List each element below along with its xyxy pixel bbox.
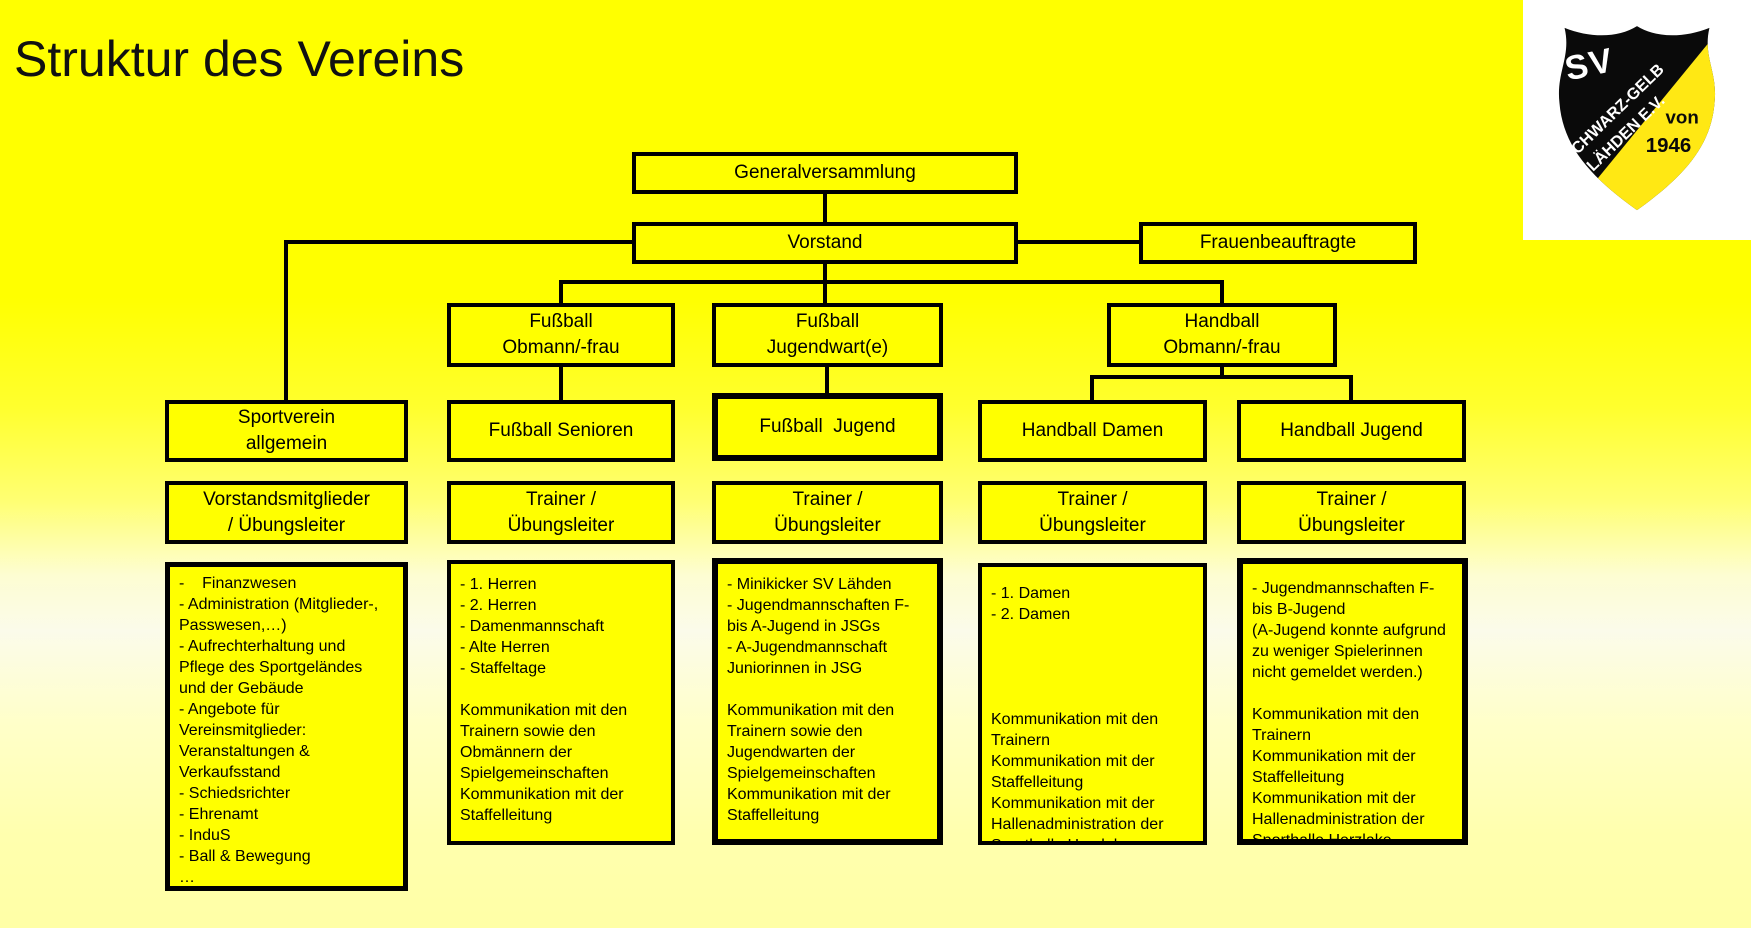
logo-panel: SV SCHWARZ-GELB LÄHDEN E.V. von 1946 — [1523, 0, 1751, 240]
connector-handball-down — [1220, 367, 1224, 379]
org-box-trainer-handball-damen: Trainer / Übungsleiter — [978, 481, 1207, 544]
detail-box-sportverein: - Finanzwesen - Administration (Mitglied… — [165, 562, 408, 891]
org-box-vorstandsmitglieder: Vorstandsmitglieder / Übungsleiter — [165, 481, 408, 544]
connector-generalversammlung-vorstand — [823, 194, 827, 224]
connector-branch-row3 — [559, 280, 1224, 284]
connector-jugendwart-jugend — [825, 367, 829, 396]
page-title: Struktur des Vereins — [14, 31, 465, 87]
org-box-trainer-fussball-senioren: Trainer / Übungsleiter — [447, 481, 675, 544]
org-box-sportverein-allgemein: Sportverein allgemein — [165, 400, 408, 462]
connector-vorstand-frauenbeauftragte — [1018, 240, 1139, 244]
org-box-fussball-jugendwart: Fußball Jugendwart(e) — [712, 303, 943, 367]
org-box-generalversammlung: Generalversammlung — [632, 152, 1018, 194]
connector-vorstand-down — [823, 264, 827, 306]
detail-box-fussball-senioren: - 1. Herren - 2. Herren - Damenmannschaf… — [447, 560, 675, 845]
detail-box-handball-jugend: - Jugendmannschaften F- bis B-Jugend (A-… — [1237, 558, 1468, 845]
org-box-fussball-jugend: Fußball Jugend — [712, 393, 943, 461]
detail-box-fussball-jugend: - Minikicker SV Lähden - Jugendmannschaf… — [712, 558, 943, 845]
logo-year-text: 1946 — [1646, 134, 1691, 157]
org-box-vorstand: Vorstand — [632, 222, 1018, 264]
connector-obmann-senioren — [559, 367, 563, 403]
org-box-trainer-fussball-jugend: Trainer / Übungsleiter — [712, 481, 943, 544]
detail-box-handball-damen: - 1. Damen - 2. Damen Kommunikation mit … — [978, 563, 1207, 845]
connector-branch-handball-jugend — [1349, 375, 1353, 403]
connector-branch-handball-damen — [1090, 375, 1094, 403]
connector-vorstand-sportverein-vertical — [284, 240, 288, 400]
logo-von-text: von — [1666, 106, 1699, 127]
club-crest-icon: SV SCHWARZ-GELB LÄHDEN E.V. von 1946 — [1558, 26, 1716, 211]
org-box-handball-damen: Handball Damen — [978, 400, 1207, 462]
connector-branch-handball — [1090, 375, 1353, 379]
connector-branch-handball-obmann — [1220, 280, 1224, 306]
org-box-handball-jugend: Handball Jugend — [1237, 400, 1466, 462]
org-box-trainer-handball-jugend: Trainer / Übungsleiter — [1237, 481, 1466, 544]
org-box-fussball-senioren: Fußball Senioren — [447, 400, 675, 462]
connector-vorstand-left-horizontal — [284, 240, 634, 244]
org-box-fussball-obmann: Fußball Obmann/-frau — [447, 303, 675, 367]
connector-branch-fussball-obmann — [559, 280, 563, 306]
org-box-frauenbeauftragte: Frauenbeauftragte — [1139, 222, 1417, 264]
org-box-handball-obmann: Handball Obmann/-frau — [1107, 303, 1337, 367]
